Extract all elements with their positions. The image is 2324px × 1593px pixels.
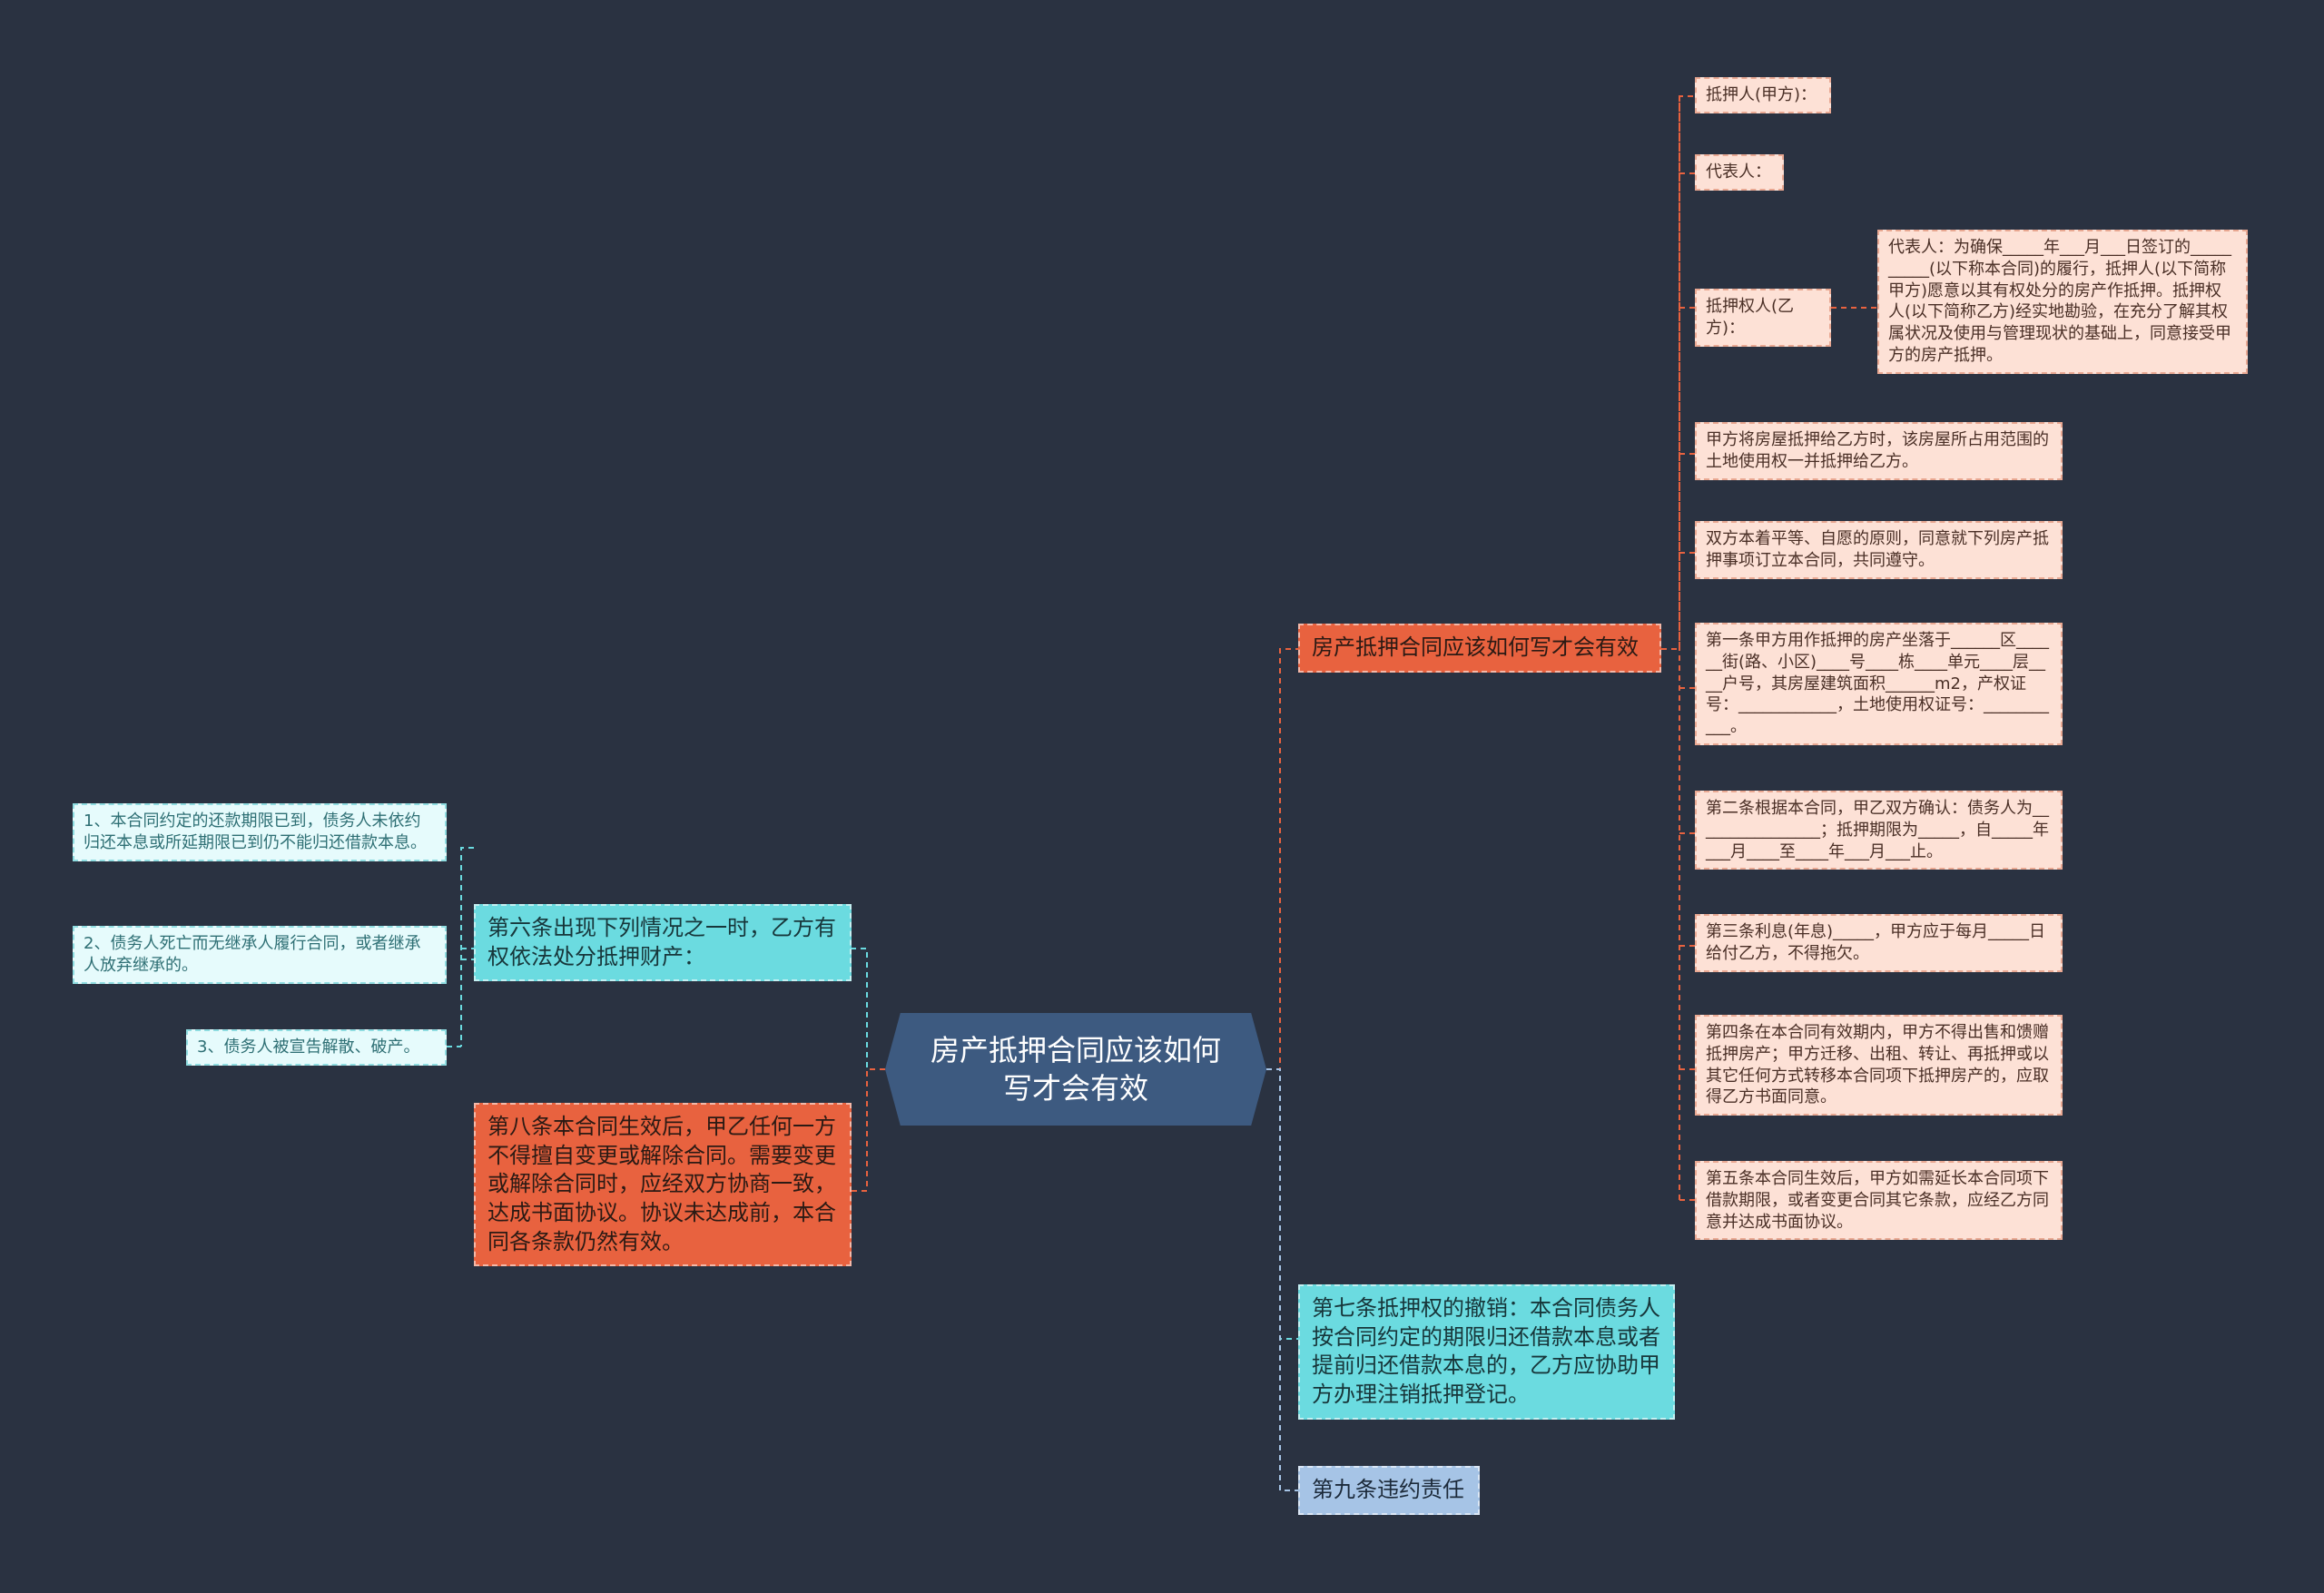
leaf-mortgagee-label: 抵押权人(乙方)：	[1706, 297, 1795, 338]
leaf-article-4-label: 第四条在本合同有效期内，甲方不得出售和馈赠抵押房产；甲方迁移、出租、转让、再抵押…	[1706, 1023, 2049, 1107]
leaf-article-5[interactable]: 第五条本合同生效后，甲方如需延长本合同项下借款期限，或者变更合同其它条款，应经乙…	[1695, 1161, 2063, 1241]
leaf-article-1-label: 第一条甲方用作抵押的房产坐落于______区______街(路、小区)____号…	[1706, 631, 2049, 736]
branch-article-8[interactable]: 第八条本合同生效后，甲乙任何一方不得擅自变更或解除合同。需要变更或解除合同时，应…	[474, 1103, 852, 1267]
leaf-land-use-label: 甲方将房屋抵押给乙方时，该房屋所占用范围的土地使用权一并抵押给乙方。	[1706, 430, 2049, 471]
leaf-condition-3-label: 3、债务人被宣告解散、破产。	[197, 1037, 420, 1057]
leaf-mortgagee-detail-label: 代表人：为确保_____年___月___日签订的__________(以下称本合…	[1888, 238, 2231, 365]
leaf-article-4[interactable]: 第四条在本合同有效期内，甲方不得出售和馈赠抵押房产；甲方迁移、出租、转让、再抵押…	[1695, 1015, 2063, 1116]
branch-article-7[interactable]: 第七条抵押权的撤销：本合同债务人按合同约定的期限归还借款本息或者提前归还借款本息…	[1298, 1284, 1675, 1420]
leaf-condition-1-label: 1、本合同约定的还款期限已到，债务人未依约归还本息或所延期限已到仍不能归还借款本…	[84, 811, 427, 852]
leaf-article-3-label: 第三条利息(年息)_____，甲方应于每月_____日给付乙方，不得拖欠。	[1706, 922, 2046, 963]
leaf-condition-2-label: 2、债务人死亡而无继承人履行合同，或者继承人放弃继承的。	[84, 934, 421, 975]
leaf-mortgagee-detail[interactable]: 代表人：为确保_____年___月___日签订的__________(以下称本合…	[1877, 230, 2248, 374]
leaf-article-5-label: 第五条本合同生效后，甲方如需延长本合同项下借款期限，或者变更合同其它条款，应经乙…	[1706, 1169, 2049, 1232]
leaf-article-2-label: 第二条根据本合同，甲乙双方确认：债务人为________________；抵押期…	[1706, 799, 2049, 861]
branch-article-9[interactable]: 第九条违约责任	[1298, 1466, 1480, 1515]
branch-article-6-label: 第六条出现下列情况之一时，乙方有权依法处分抵押财产：	[487, 915, 836, 969]
branch-how-to-write-label: 房产抵押合同应该如何写才会有效	[1312, 634, 1639, 660]
leaf-mortgagor-label: 抵押人(甲方)：	[1706, 85, 1817, 104]
leaf-condition-1[interactable]: 1、本合同约定的还款期限已到，债务人未依约归还本息或所延期限已到仍不能归还借款本…	[73, 803, 447, 861]
branch-article-9-label: 第九条违约责任	[1312, 1477, 1464, 1502]
branch-how-to-write[interactable]: 房产抵押合同应该如何写才会有效	[1298, 624, 1661, 673]
leaf-article-2[interactable]: 第二条根据本合同，甲乙双方确认：债务人为________________；抵押期…	[1695, 791, 2063, 870]
leaf-mortgagor[interactable]: 抵押人(甲方)：	[1695, 77, 1831, 113]
root-topic-label: 房产抵押合同应该如何写才会有效	[930, 1032, 1221, 1106]
leaf-principle[interactable]: 双方本着平等、自愿的原则，同意就下列房产抵押事项订立本合同，共同遵守。	[1695, 521, 2063, 579]
branch-article-7-label: 第七条抵押权的撤销：本合同债务人按合同约定的期限归还借款本息或者提前归还借款本息…	[1312, 1295, 1660, 1408]
leaf-principle-label: 双方本着平等、自愿的原则，同意就下列房产抵押事项订立本合同，共同遵守。	[1706, 529, 2049, 570]
leaf-article-1[interactable]: 第一条甲方用作抵押的房产坐落于______区______街(路、小区)____号…	[1695, 623, 2063, 745]
leaf-condition-3[interactable]: 3、债务人被宣告解散、破产。	[186, 1029, 447, 1066]
leaf-condition-2[interactable]: 2、债务人死亡而无继承人履行合同，或者继承人放弃继承的。	[73, 926, 447, 984]
branch-article-8-label: 第八条本合同生效后，甲乙任何一方不得擅自变更或解除合同。需要变更或解除合同时，应…	[487, 1114, 836, 1254]
leaf-mortgagee[interactable]: 抵押权人(乙方)：	[1695, 289, 1831, 347]
root-topic[interactable]: 房产抵押合同应该如何写才会有效	[885, 1013, 1266, 1126]
leaf-land-use[interactable]: 甲方将房屋抵押给乙方时，该房屋所占用范围的土地使用权一并抵押给乙方。	[1695, 422, 2063, 480]
leaf-article-3[interactable]: 第三条利息(年息)_____，甲方应于每月_____日给付乙方，不得拖欠。	[1695, 914, 2063, 972]
branch-article-6[interactable]: 第六条出现下列情况之一时，乙方有权依法处分抵押财产：	[474, 904, 852, 982]
leaf-representative-label: 代表人：	[1706, 162, 1771, 182]
leaf-representative[interactable]: 代表人：	[1695, 154, 1784, 191]
